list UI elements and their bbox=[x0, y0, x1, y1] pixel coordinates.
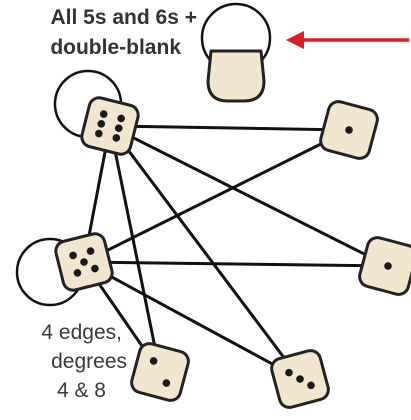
pip bbox=[307, 381, 315, 390]
arrow-head bbox=[286, 31, 304, 49]
edge-six-two-a bbox=[108, 124, 162, 374]
pip bbox=[384, 262, 392, 270]
pip bbox=[99, 110, 108, 118]
pip bbox=[91, 264, 99, 273]
annotation-arrow bbox=[286, 31, 409, 49]
die-one-b bbox=[358, 236, 411, 296]
annotation-line-2: double-blank bbox=[50, 36, 181, 59]
die-face bbox=[80, 96, 140, 156]
die-six bbox=[80, 96, 140, 156]
pip bbox=[97, 120, 106, 128]
note-line-2: degrees bbox=[51, 350, 127, 373]
pip bbox=[296, 375, 304, 383]
note-line-3: 4 & 8 bbox=[57, 379, 106, 402]
note-line-1: 4 edges, bbox=[41, 321, 122, 344]
edge-five-three bbox=[82, 260, 302, 381]
edge-five-one-b bbox=[82, 260, 390, 268]
pip bbox=[112, 134, 121, 142]
edge-six-three bbox=[108, 124, 302, 381]
pip bbox=[345, 126, 353, 134]
edge-five-one-a bbox=[82, 128, 351, 264]
pip bbox=[149, 357, 158, 365]
die-one-a bbox=[319, 100, 379, 160]
annotation-line-1: All 5s and 6s + bbox=[51, 6, 198, 29]
die-three bbox=[270, 349, 330, 409]
pip bbox=[285, 368, 293, 377]
pip bbox=[114, 124, 123, 132]
die-five bbox=[54, 232, 114, 292]
die-two-a bbox=[130, 342, 190, 402]
pip bbox=[69, 251, 77, 260]
edge-six-one-a bbox=[108, 124, 351, 132]
graph-edges bbox=[82, 124, 390, 381]
dice-nodes bbox=[54, 49, 411, 409]
die-face bbox=[358, 236, 411, 296]
die-blank bbox=[206, 49, 266, 103]
die-face bbox=[130, 342, 190, 402]
pip bbox=[86, 247, 95, 255]
pip bbox=[80, 258, 88, 266]
pip bbox=[95, 129, 103, 138]
pip bbox=[162, 379, 171, 387]
pip bbox=[73, 269, 82, 277]
edge-six-one-b bbox=[108, 124, 390, 268]
double-blank-face bbox=[206, 49, 266, 103]
pip bbox=[117, 114, 125, 123]
